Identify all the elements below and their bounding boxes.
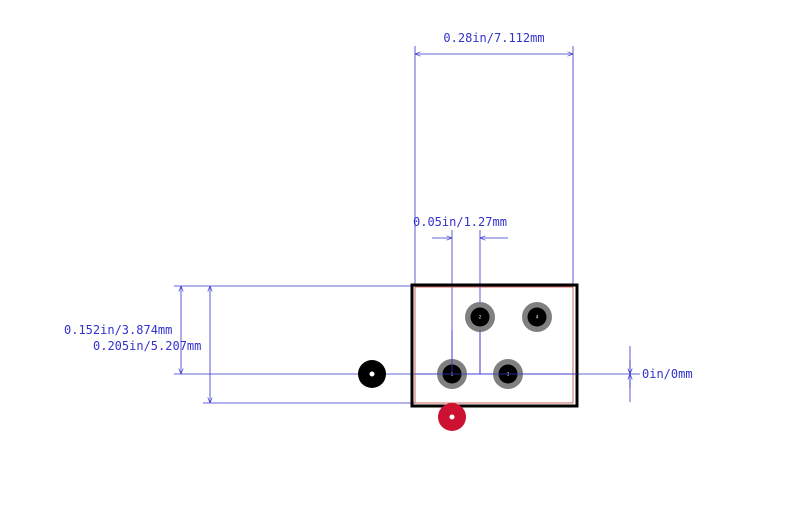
overall-width-dimension: 0.28in/7.112mm [414, 31, 574, 286]
vertical-dimensions: 0.152in/3.874mm 0.205in/5.207mm [64, 285, 622, 404]
pad-label: 4 [536, 315, 539, 320]
pin1-marker [438, 403, 466, 431]
origin-marker [358, 360, 386, 388]
pad-4[interactable]: 4 [522, 302, 552, 332]
courtyard-outline [414, 286, 574, 404]
overall-width-label: 0.28in/7.112mm [443, 31, 544, 45]
pitch-label: 0.05in/1.27mm [413, 215, 507, 229]
package-outline [410, 283, 579, 408]
overall-height-label: 0.205in/5.207mm [93, 339, 201, 353]
row-spacing-label: 0.152in/3.874mm [64, 323, 172, 337]
pitch-dimension: 0.05in/1.27mm [413, 215, 508, 374]
origin-offset-dimension: 0in/0mm [622, 346, 693, 402]
pad-label: 2 [479, 315, 482, 320]
pad-2[interactable]: 2 [465, 302, 495, 332]
origin-offset-label: 0in/0mm [642, 367, 693, 381]
